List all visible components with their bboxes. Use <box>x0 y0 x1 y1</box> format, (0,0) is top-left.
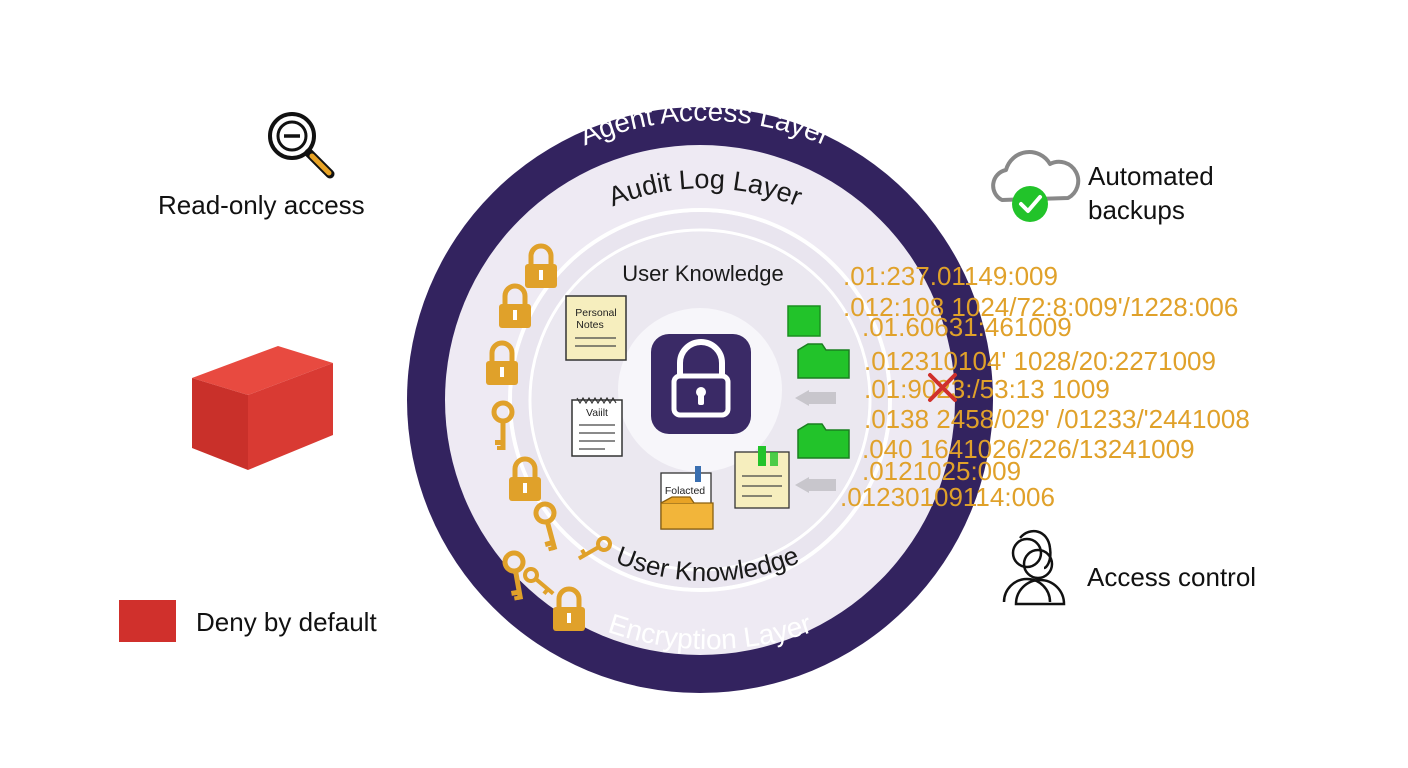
data-stream-line: .0121025:009 <box>862 456 1021 486</box>
data-stream-line: .01:9023:/53:13 1009 <box>864 374 1110 404</box>
vault-label: Vaiilt <box>586 407 608 419</box>
gold-padlock-icon <box>486 340 518 385</box>
user-knowledge-border <box>528 228 872 572</box>
padlock-icon <box>651 334 751 434</box>
users-icon <box>1002 529 1066 606</box>
vault-document-icon: Vaiilt <box>571 396 623 457</box>
gold-key-icon <box>502 550 526 601</box>
data-stream-line: .01:237.01149:009 <box>843 261 1058 291</box>
personal-notes-icon: Personal Notes <box>565 295 627 361</box>
gold-padlock-icon <box>553 586 585 631</box>
green-file-icon <box>787 305 821 337</box>
folder-label: Folacted <box>665 485 705 497</box>
data-stream-line: .01230109114:006 <box>840 482 1055 512</box>
gold-padlock-icon <box>509 456 541 501</box>
green-files-group <box>787 305 850 459</box>
deny-default-swatch <box>119 600 176 642</box>
automated-backups-label: Automated backups <box>1088 159 1214 227</box>
personal-notes-label-line2: Notes <box>576 319 603 331</box>
deny-by-default-label: Deny by default <box>196 607 377 637</box>
audit-inner-border <box>508 208 892 592</box>
gold-padlock-icon <box>525 243 557 288</box>
folder-icon: Folacted <box>660 466 714 530</box>
cloud-check-icon <box>991 150 1081 222</box>
green-folder-icon <box>797 423 850 459</box>
access-control-label: Access control <box>1087 562 1257 592</box>
magnifier-minus-icon <box>268 112 335 179</box>
personal-notes-label-line1: Personal <box>575 307 616 319</box>
green-folder-icon <box>797 343 850 379</box>
gold-key-icon <box>491 400 515 450</box>
red-block-icon <box>192 346 333 470</box>
gold-key-icon <box>523 567 555 596</box>
data-flow-arrows <box>795 390 836 493</box>
automated-backups-line1: Automated <box>1088 161 1214 191</box>
gold-key-icon <box>533 501 558 552</box>
data-stream: .01:237.01149:009.012:108 1024/72:8:009'… <box>840 261 1250 512</box>
user-knowledge-top-label: User Knowledge <box>622 261 783 286</box>
automated-backups-line2: backups <box>1088 195 1185 225</box>
data-stream-line: .040 1641026/226/13241009 <box>862 434 1195 464</box>
locks-and-keys <box>486 243 612 631</box>
data-stream-line: .012310104' 1028/20:2271009 <box>864 346 1216 376</box>
data-stream-line: .0138 2458/029' /01233/'2441008 <box>864 404 1250 434</box>
data-stream-line: .01.60631:461009 <box>862 312 1072 342</box>
read-only-access-label: Read-only access <box>158 190 365 220</box>
gold-padlock-icon <box>499 283 531 328</box>
gold-key-icon <box>577 536 612 561</box>
blocked-x-icon <box>928 373 957 402</box>
sticky-note-icon <box>734 446 790 509</box>
data-stream-line: .012:108 1024/72:8:009'/1228:006 <box>843 292 1238 322</box>
